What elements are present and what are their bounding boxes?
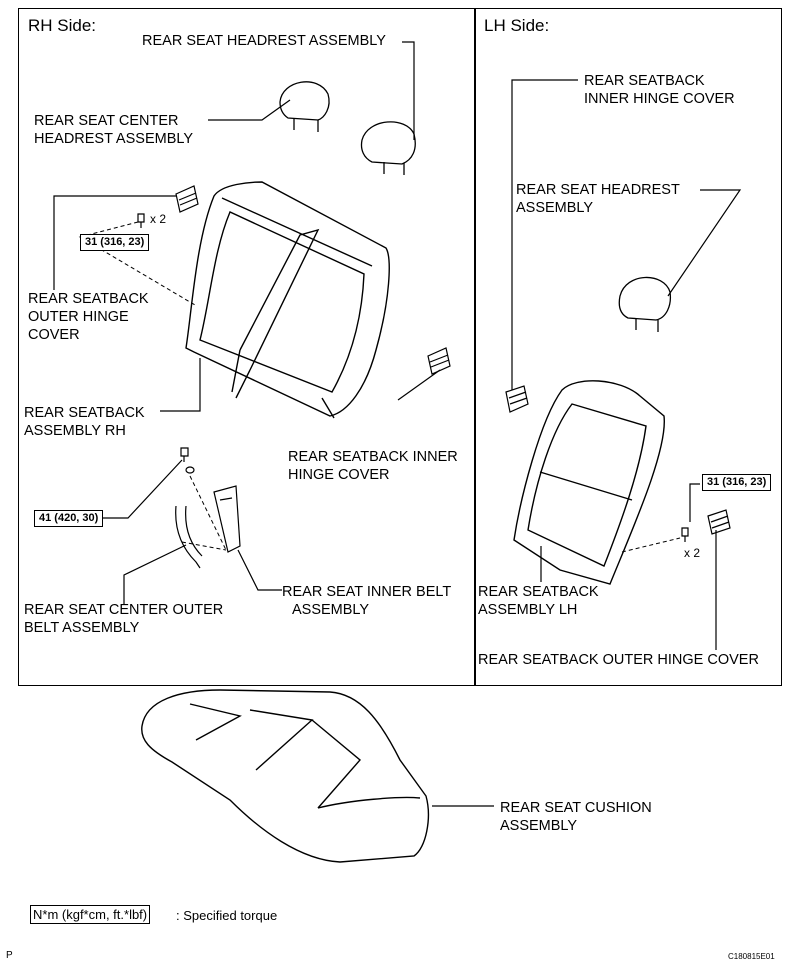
lh-headrest xyxy=(618,276,672,332)
rh-belt-bolt xyxy=(180,447,195,474)
rh-inner-hinge-cover xyxy=(427,347,451,375)
rh-inner-belt xyxy=(213,485,241,553)
lh-inner-hinge-cover xyxy=(505,385,529,413)
rh-side-frame xyxy=(18,8,476,686)
rh-inner-belt-label-1: REAR SEAT INNER BELT xyxy=(282,584,452,600)
rh-headrest-label: REAR SEAT HEADREST ASSEMBLY xyxy=(142,33,386,49)
rh-seatback xyxy=(185,181,390,419)
lh-hinge-bolt xyxy=(681,527,689,542)
lh-inner-hinge-label-1: REAR SEATBACK xyxy=(584,73,705,89)
rh-outer-hinge-label-3: COVER xyxy=(28,327,80,343)
rh-center-headrest-label-2: HEADREST ASSEMBLY xyxy=(34,131,194,147)
rh-belt-torque: 41 (420, 30) xyxy=(34,510,104,527)
rh-headrest xyxy=(360,121,416,175)
lh-hinge-torque: 31 (316, 23) xyxy=(702,474,772,491)
rh-seatback-label-2: ASSEMBLY RH xyxy=(24,423,126,439)
rh-outer-hinge-label-2: OUTER HINGE xyxy=(28,309,129,325)
rh-seatback-label-1: REAR SEATBACK xyxy=(24,405,145,421)
cushion-label-1: REAR SEAT CUSHION xyxy=(500,800,652,816)
rh-inner-hinge-label-2: HINGE COVER xyxy=(288,467,390,483)
rh-side-title: RH Side: xyxy=(28,16,97,35)
rh-hinge-multiplier: x 2 xyxy=(150,212,167,226)
lh-outer-hinge-cover xyxy=(707,509,731,535)
rh-hinge-bolt xyxy=(137,213,145,228)
rh-inner-belt-label-2: ASSEMBLY xyxy=(292,602,370,618)
lh-seatback-label-1: REAR SEATBACK xyxy=(478,584,599,600)
lh-side-frame xyxy=(474,8,782,686)
rh-center-outer-belt-label-2: BELT ASSEMBLY xyxy=(24,620,140,636)
lh-headrest-label-1: REAR SEAT HEADREST xyxy=(516,182,680,198)
torque-legend-text: : Specified torque xyxy=(176,908,278,923)
lh-headrest-label-2: ASSEMBLY xyxy=(516,200,594,216)
cushion-label-2: ASSEMBLY xyxy=(500,818,578,834)
rh-inner-hinge-label-1: REAR SEATBACK INNER xyxy=(288,449,458,465)
lh-side-title: LH Side: xyxy=(484,16,550,35)
figure-code: C180815E01 xyxy=(728,952,775,961)
lh-seatback xyxy=(513,380,665,585)
lh-inner-hinge-label-2: INNER HINGE COVER xyxy=(584,91,735,107)
lh-seatback-label-2: ASSEMBLY LH xyxy=(478,602,578,618)
lh-leader-lines xyxy=(511,79,742,650)
footer-left-mark: P xyxy=(6,950,13,961)
rh-center-headrest xyxy=(279,81,330,132)
rh-center-outer-belt xyxy=(175,505,203,569)
rh-hinge-torque: 31 (316, 23) xyxy=(80,234,150,251)
rh-outer-hinge-label-1: REAR SEATBACK xyxy=(28,291,149,307)
rh-center-headrest-label-1: REAR SEAT CENTER xyxy=(34,113,179,129)
rh-outer-hinge-cover xyxy=(175,185,199,213)
rear-seat-cushion xyxy=(141,689,429,863)
lh-hinge-multiplier: x 2 xyxy=(684,546,701,560)
torque-legend-unit: N*m (kgf*cm, ft.*lbf) xyxy=(30,905,151,924)
rh-center-outer-belt-label-1: REAR SEAT CENTER OUTER xyxy=(24,602,224,618)
lh-outer-hinge-label: REAR SEATBACK OUTER HINGE COVER xyxy=(478,652,759,668)
